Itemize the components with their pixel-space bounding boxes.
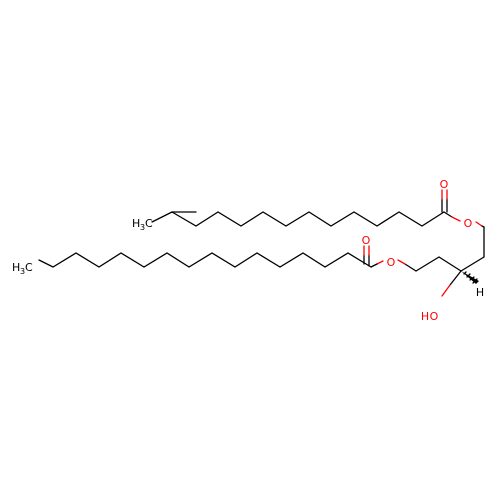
label-carbonyl-o-top: O <box>440 178 449 191</box>
hash-4 <box>472 278 478 284</box>
bond-ch2-to-stereo-c <box>460 256 485 272</box>
bond-stereo-c-to-ch2-left <box>438 256 462 272</box>
bond-ch2-left-to-ester-o-red <box>397 259 406 265</box>
bond-ch2-left-to-ester-o-2 <box>404 263 417 272</box>
label-ch3-top-h: H <box>132 217 140 230</box>
wedge-bond-stereo-h <box>461 271 479 284</box>
bond-lower-ester-o-to-carbonyl-red <box>376 260 384 265</box>
bond-ch2-left-to-ester-o <box>415 256 440 272</box>
label-ch3-bottom-h: H <box>12 261 20 274</box>
label-hydroxyl-h: H <box>421 310 429 323</box>
bond-upper-carbonyl-to-ester-o-red <box>451 216 461 222</box>
bond-upper-carbonyl-to-ester-o <box>443 211 453 218</box>
bond-stereo-c-to-oh-red <box>441 284 451 297</box>
hash-1 <box>463 271 467 275</box>
bond-stereo-c-to-oh <box>449 270 462 286</box>
label-ch3-bottom-sub: 3 <box>20 267 25 276</box>
label-hydroxyl-o: O <box>430 310 439 323</box>
lower-acyl-chain <box>38 245 384 268</box>
label-stereo-h: H <box>476 286 484 299</box>
label-ch3-top-c: C <box>145 217 153 230</box>
bond-upper-ch3-branch <box>151 211 173 223</box>
hash-3 <box>469 276 475 281</box>
atom-labels: O O O O H O H H 3 C H 3 C <box>12 178 484 323</box>
bond-lower-zigzag <box>38 252 372 268</box>
glycerol-backbone <box>397 256 485 297</box>
bond-lower-ester-o-to-carbonyl <box>370 263 378 268</box>
upper-acyl-chain <box>151 189 485 258</box>
label-ch3-bottom-c: C <box>25 261 33 274</box>
label-ch3-top-sub: 3 <box>140 223 145 232</box>
label-carbonyl-o-bottom: O <box>362 234 371 247</box>
bond-upper-ester-o-to-ch2-red <box>475 221 483 227</box>
label-ester-o-bottom: O <box>387 256 396 269</box>
bond-upper-zigzag <box>171 211 445 227</box>
label-ester-o-top: O <box>464 217 473 230</box>
hash-2 <box>466 273 471 278</box>
